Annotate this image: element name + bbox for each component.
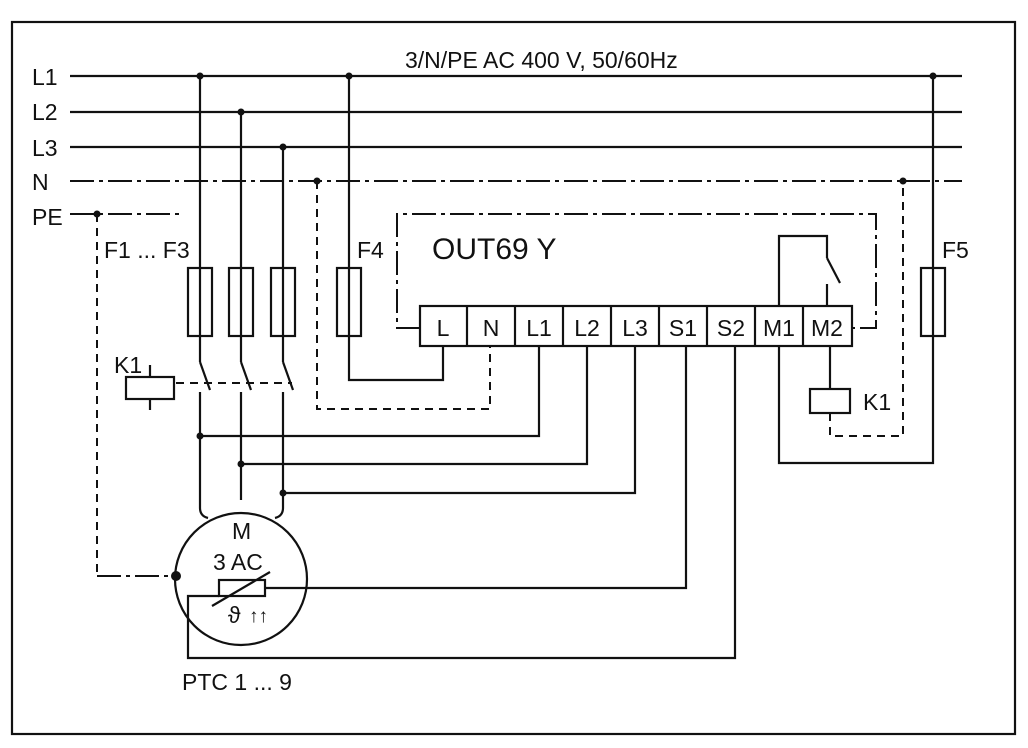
wire-l1-sense xyxy=(200,346,541,438)
junction-sense-l2 xyxy=(237,460,245,468)
wire-m-u-entry xyxy=(198,507,209,520)
fuse-label-f4: F4 xyxy=(357,237,384,263)
terminal-l: L xyxy=(437,315,450,341)
fuse-label-f5: F5 xyxy=(942,237,969,263)
junction-sense-l3 xyxy=(279,489,287,497)
wire-s2 xyxy=(186,346,737,660)
contact-k1-1 xyxy=(198,361,212,391)
bus-label-pe: PE xyxy=(32,204,63,230)
relay-contact-wire xyxy=(777,234,829,306)
ptc-diagonal xyxy=(211,571,271,607)
device-name: OUT69 Y xyxy=(432,233,557,266)
external-coil-k1 xyxy=(808,387,852,415)
wire-s1 xyxy=(265,346,688,590)
coil-label-k1-left: K1 xyxy=(114,352,142,378)
terminal-s1: S1 xyxy=(669,315,697,341)
motor-label: M xyxy=(232,518,251,544)
terminal-n: N xyxy=(483,315,500,341)
terminal-strip: L N L1 L2 L3 S1 S2 M1 M2 xyxy=(418,304,854,348)
wire-f5-to-m1 xyxy=(777,336,935,465)
bus-label-l2: L2 xyxy=(32,99,58,125)
contact-k1-3 xyxy=(281,361,295,391)
wire-coil-to-n xyxy=(829,181,904,437)
wire-l2-sense xyxy=(241,346,589,466)
bus-label-n: N xyxy=(32,169,49,195)
supply-label: 3/N/PE AC 400 V, 50/60Hz xyxy=(405,47,678,73)
contact-k1-2 xyxy=(239,361,253,391)
terminal-l1: L1 xyxy=(526,315,552,341)
wire-f4-to-l xyxy=(347,336,445,382)
bus-label-l3: L3 xyxy=(32,135,58,161)
junction-sense-l1 xyxy=(196,432,204,440)
motor-type: 3 AC xyxy=(213,549,263,575)
terminal-s2: S2 xyxy=(717,315,745,341)
relay-contact-icon xyxy=(826,257,841,284)
wire-n-to-device xyxy=(316,181,491,410)
ptc-symbol: ϑ xyxy=(228,602,241,628)
contactor-coil-k1 xyxy=(124,375,176,401)
wire-m-w-entry xyxy=(274,507,285,520)
sensor-label: PTC 1 ... 9 xyxy=(182,669,292,695)
terminal-m2: M2 xyxy=(811,315,843,341)
ptc-arrows-icon: ↑↑ xyxy=(249,606,268,627)
terminal-l3: L3 xyxy=(622,315,648,341)
fuse-label-f1-f3: F1 ... F3 xyxy=(104,237,190,263)
terminal-m1: M1 xyxy=(763,315,795,341)
coil-label-k1-right: K1 xyxy=(863,389,891,415)
wire-l3-sense xyxy=(283,346,637,495)
motor xyxy=(173,511,309,647)
bus-label-l1: L1 xyxy=(32,64,58,90)
device-housing xyxy=(396,213,877,329)
diagram-frame xyxy=(10,20,1017,736)
terminal-l2: L2 xyxy=(574,315,600,341)
